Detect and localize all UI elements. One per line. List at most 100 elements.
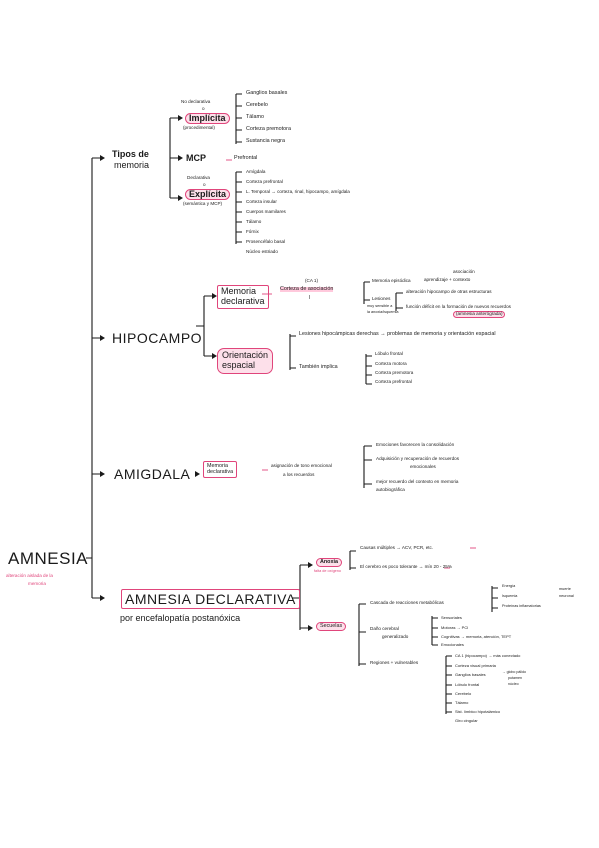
explicita-item: Núcleo estriado (246, 249, 278, 254)
dano-item: Cognitivas → memoria, atención, TEPT (441, 634, 512, 639)
explicita-label: Explícita (185, 189, 231, 200)
region-item: Ganglios basales (455, 672, 486, 677)
explicita-item: Corteza insular (246, 199, 277, 204)
hipo-orientacion-lesiones: Lesiones hipocámpicas derechas → problem… (299, 331, 496, 337)
secuelas-regiones: Regiones + vulnerables (370, 660, 419, 665)
explicita-item: L. Temporal → corteza, rinal, hipocampo,… (246, 189, 350, 194)
region-item: Corteza visual primaria (455, 663, 496, 668)
ganglios-note-3: núcleo (508, 682, 519, 686)
hipo-ca: (CA 1) (305, 278, 319, 283)
hipo-episodica: Memoria episódica (372, 278, 411, 283)
hipocampo-branch (196, 295, 212, 357)
root-trunk (86, 158, 93, 598)
anoxia-causas: Causas múltiples → ACV, PCR, etc. (360, 545, 434, 550)
hipo-tambien: También implica (299, 364, 338, 370)
declarativa-label: AMNESIA DECLARATIVA (121, 589, 300, 609)
secuelas-dano-2: generalizado (382, 634, 409, 639)
implicita-item: Tálamo (246, 114, 264, 120)
root-subtitle-2: memoria (28, 581, 46, 586)
muerte-label-2: neuronal (559, 594, 574, 598)
hipo-corteza-2: l (309, 295, 311, 301)
cascada-item: Energía (502, 584, 516, 588)
hipo-lesiones: Lesiones (372, 296, 391, 301)
secuelas-cascada: Cascada de reacciones metabólicas (370, 600, 444, 605)
region-item: Cerebelo (455, 691, 472, 696)
implicita-item: Cerebelo (246, 102, 268, 108)
implicita-prefix: No declarativa (181, 99, 211, 104)
amigdala-memoria-declarativa: Memoria declarativa (203, 461, 238, 478)
hipo-lesiones-note-2: la anoxia/isquemia (367, 310, 399, 314)
explicita-item: Amígdala (246, 169, 266, 174)
explicita-prefix-2: o (203, 182, 206, 187)
explicita-item: Fórnix (246, 229, 259, 234)
amig-item: mejor recuerdo del contexto en memoria (376, 479, 459, 484)
region-item: Lóbulo frontal (455, 682, 480, 687)
tipos-label: Tipos de (112, 149, 149, 159)
hipo-corteza: Corteza de asociación (280, 286, 334, 293)
hipo-orientacion-line-2: espacial (222, 359, 256, 370)
muerte-label: muerte (559, 587, 571, 591)
region-item: Giro cingular (455, 718, 478, 723)
explicita-item: Cuerpos mamilares (246, 209, 286, 214)
explicita-item: Tálamo (246, 219, 262, 224)
anoxia-cerebro: El cerebro es poco tolerante → mín 20 - … (360, 564, 452, 569)
mcp-item: Prefrontal (234, 155, 258, 161)
amig-memoria-line-2: declarativa (207, 469, 234, 476)
implicita-label: Implícita (185, 113, 230, 124)
declarativa-branch (292, 564, 308, 630)
anoxia-sub: falta de oxígeno (314, 569, 342, 573)
hipocampo-label: HIPOCAMPO (112, 330, 203, 346)
hipo-memoria-declarativa: Memoria declarativa (217, 285, 269, 309)
tipos-label-2: memoria (114, 160, 150, 170)
explicita-suffix: (semántica y MCP) (183, 201, 223, 206)
ganglios-note-2: putamen (508, 676, 522, 680)
amigdala-branch (363, 445, 372, 488)
root-subtitle: alteración aislada de la (6, 573, 53, 578)
implicita-prefix-2: o (202, 106, 205, 111)
explicita-item: Prosencéfalo basal (246, 239, 286, 244)
hipo-memoria-line-2: declarativa (221, 295, 265, 306)
amig-item-2: autobiográfica (376, 487, 405, 492)
explicita-item: Corteza prefrontal (246, 179, 283, 184)
dano-item: Sensoriales (441, 615, 462, 620)
amig-item-2: emocionales (410, 464, 436, 469)
implicita-item: Corteza premotora (246, 126, 291, 132)
implicita-item: Sustancia negra (246, 138, 285, 144)
mcp-label: MCP (186, 153, 206, 163)
amig-asignacion: asignación de tono emocional (271, 463, 332, 468)
hipo-episodica-note-2: aprendizaje + contexto (424, 277, 471, 282)
amigdala-label: AMIGDALA (114, 466, 191, 482)
implicita-item: Ganglios basales (246, 90, 288, 96)
dano-item: Motoras → PCI (441, 625, 469, 630)
region-item: Sist. límbico hipotalámico (455, 709, 501, 714)
dano-item: Emocionales (441, 642, 464, 647)
declarativa-sub: por encefalopatía postanóxica (120, 613, 241, 623)
amig-memoria-line-1: Memoria (207, 463, 228, 469)
hipo-episodica-note: asociación (453, 269, 475, 274)
root-title: AMNESIA (8, 549, 89, 568)
hipo-implica-item: Lóbulo frontal (375, 351, 403, 356)
implicita-suffix: (procedimental) (183, 125, 215, 130)
hipo-anterograda: (amnesia anterógrada) (453, 311, 506, 318)
hipo-implica-item: Corteza motora (375, 361, 407, 366)
amig-asignacion-2: a los recuerdos (283, 472, 315, 477)
hipo-implica-item: Corteza premotora (375, 370, 414, 375)
hipo-funcion: función déficit en la formación de nuevo… (406, 304, 511, 309)
amig-item: Adquisición y recuperación de recuerdos (376, 456, 459, 461)
hipo-memoria-line-1: Memoria (221, 286, 257, 296)
hipo-implica-item: Corteza prefrontal (375, 379, 412, 384)
region-item: Tálamo (455, 700, 469, 705)
secuelas-label: Secuelas (316, 622, 347, 632)
amig-item: Emociones favorecen la consolidación (376, 442, 455, 447)
cascada-item: Proteínas inflamatorias (502, 604, 541, 608)
secuelas-dano: Daño cerebral (370, 626, 399, 631)
hipo-alteracion: alteración hipocampo de otras estructura… (406, 289, 492, 294)
explicita-prefix: Declarativa (187, 175, 210, 180)
anoxia-label: Anoxia (316, 558, 342, 568)
hipo-orientacion-line-1: Orientación (222, 350, 269, 360)
hipo-lesiones-note: muy sensible a (367, 304, 393, 308)
hipo-orientacion: Orientación espacial (217, 348, 274, 374)
region-item: CA 1 (hipocampo) → más conectado (455, 653, 521, 658)
